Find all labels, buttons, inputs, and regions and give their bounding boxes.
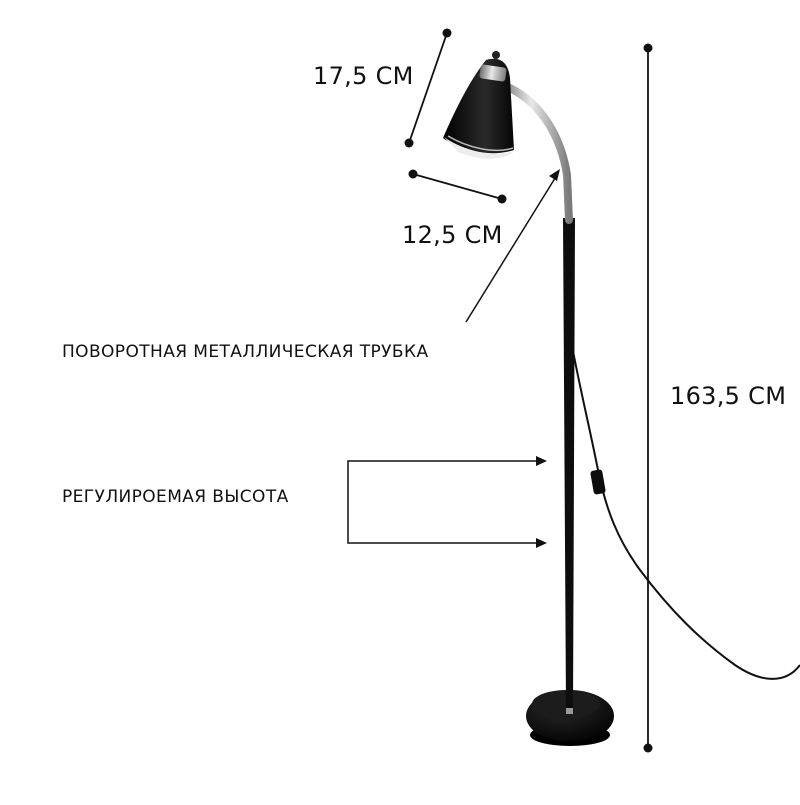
cord-switch [590, 469, 606, 495]
total-height-dot-bottom [643, 743, 653, 753]
shade-height-dot-top [442, 28, 452, 38]
gooseneck-tube [496, 80, 573, 224]
shade-height-dot-bottom [404, 138, 414, 148]
shade-width-label: 12,5 СМ [402, 221, 503, 249]
lamp-pole [563, 218, 575, 708]
power-cord [570, 339, 800, 680]
shade-height-label: 17,5 СМ [313, 62, 414, 90]
adjustable-height-bracket [347, 456, 547, 548]
total-height-label: 163,5 СМ [670, 382, 787, 410]
total-height-dot-top [643, 43, 653, 53]
lamp-shade [443, 51, 514, 159]
shade-width-dot-right [497, 194, 507, 204]
shade-width-dot-left [408, 169, 418, 179]
shade-width-line [412, 173, 503, 200]
swivel-tube-caption: ПОВОРОТНАЯ МЕТАЛЛИЧЕСКАЯ ТРУБКА [62, 342, 429, 362]
shade-height-line [408, 32, 448, 144]
swivel-tube-arrow [465, 169, 560, 323]
adjustable-height-caption: РЕГУЛИРОЕМАЯ ВЫСОТА [62, 487, 289, 507]
base-screw [566, 706, 573, 714]
